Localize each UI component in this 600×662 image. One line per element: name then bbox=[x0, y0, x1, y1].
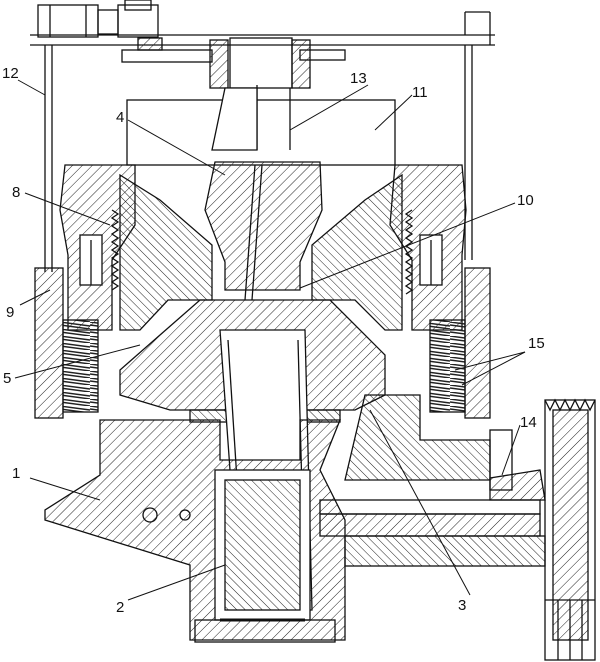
part-label-12: 12 bbox=[2, 65, 19, 82]
part-label-5: 5 bbox=[3, 370, 11, 387]
part-label-11: 11 bbox=[412, 84, 428, 101]
concave-teeth-right bbox=[404, 209, 414, 295]
part-label-3: 3 bbox=[458, 597, 466, 614]
part-label-8: 8 bbox=[12, 184, 20, 201]
lower-frame bbox=[44, 419, 346, 643]
cone-head bbox=[204, 161, 323, 301]
countershaft bbox=[319, 469, 546, 567]
part-labels: 1 2 3 4 5 8 9 10 11 12 13 14 15 bbox=[2, 65, 545, 616]
pulley bbox=[544, 398, 596, 661]
part-label-10: 10 bbox=[517, 192, 534, 209]
part-label-1: 1 bbox=[12, 465, 20, 482]
part-label-2: 2 bbox=[116, 599, 124, 616]
leader-lines bbox=[14, 79, 526, 601]
part-label-4: 4 bbox=[116, 109, 124, 126]
top-frame bbox=[30, 11, 495, 89]
part-label-13: 13 bbox=[350, 70, 367, 87]
concave-teeth-left bbox=[110, 209, 120, 291]
feed-hopper bbox=[126, 85, 396, 166]
part-label-9: 9 bbox=[6, 304, 14, 321]
left-spring-assembly bbox=[34, 234, 103, 419]
right-spring-assembly bbox=[419, 234, 491, 419]
part-label-15: 15 bbox=[528, 335, 545, 352]
part-label-14: 14 bbox=[520, 414, 537, 431]
top-motor bbox=[37, 0, 159, 38]
